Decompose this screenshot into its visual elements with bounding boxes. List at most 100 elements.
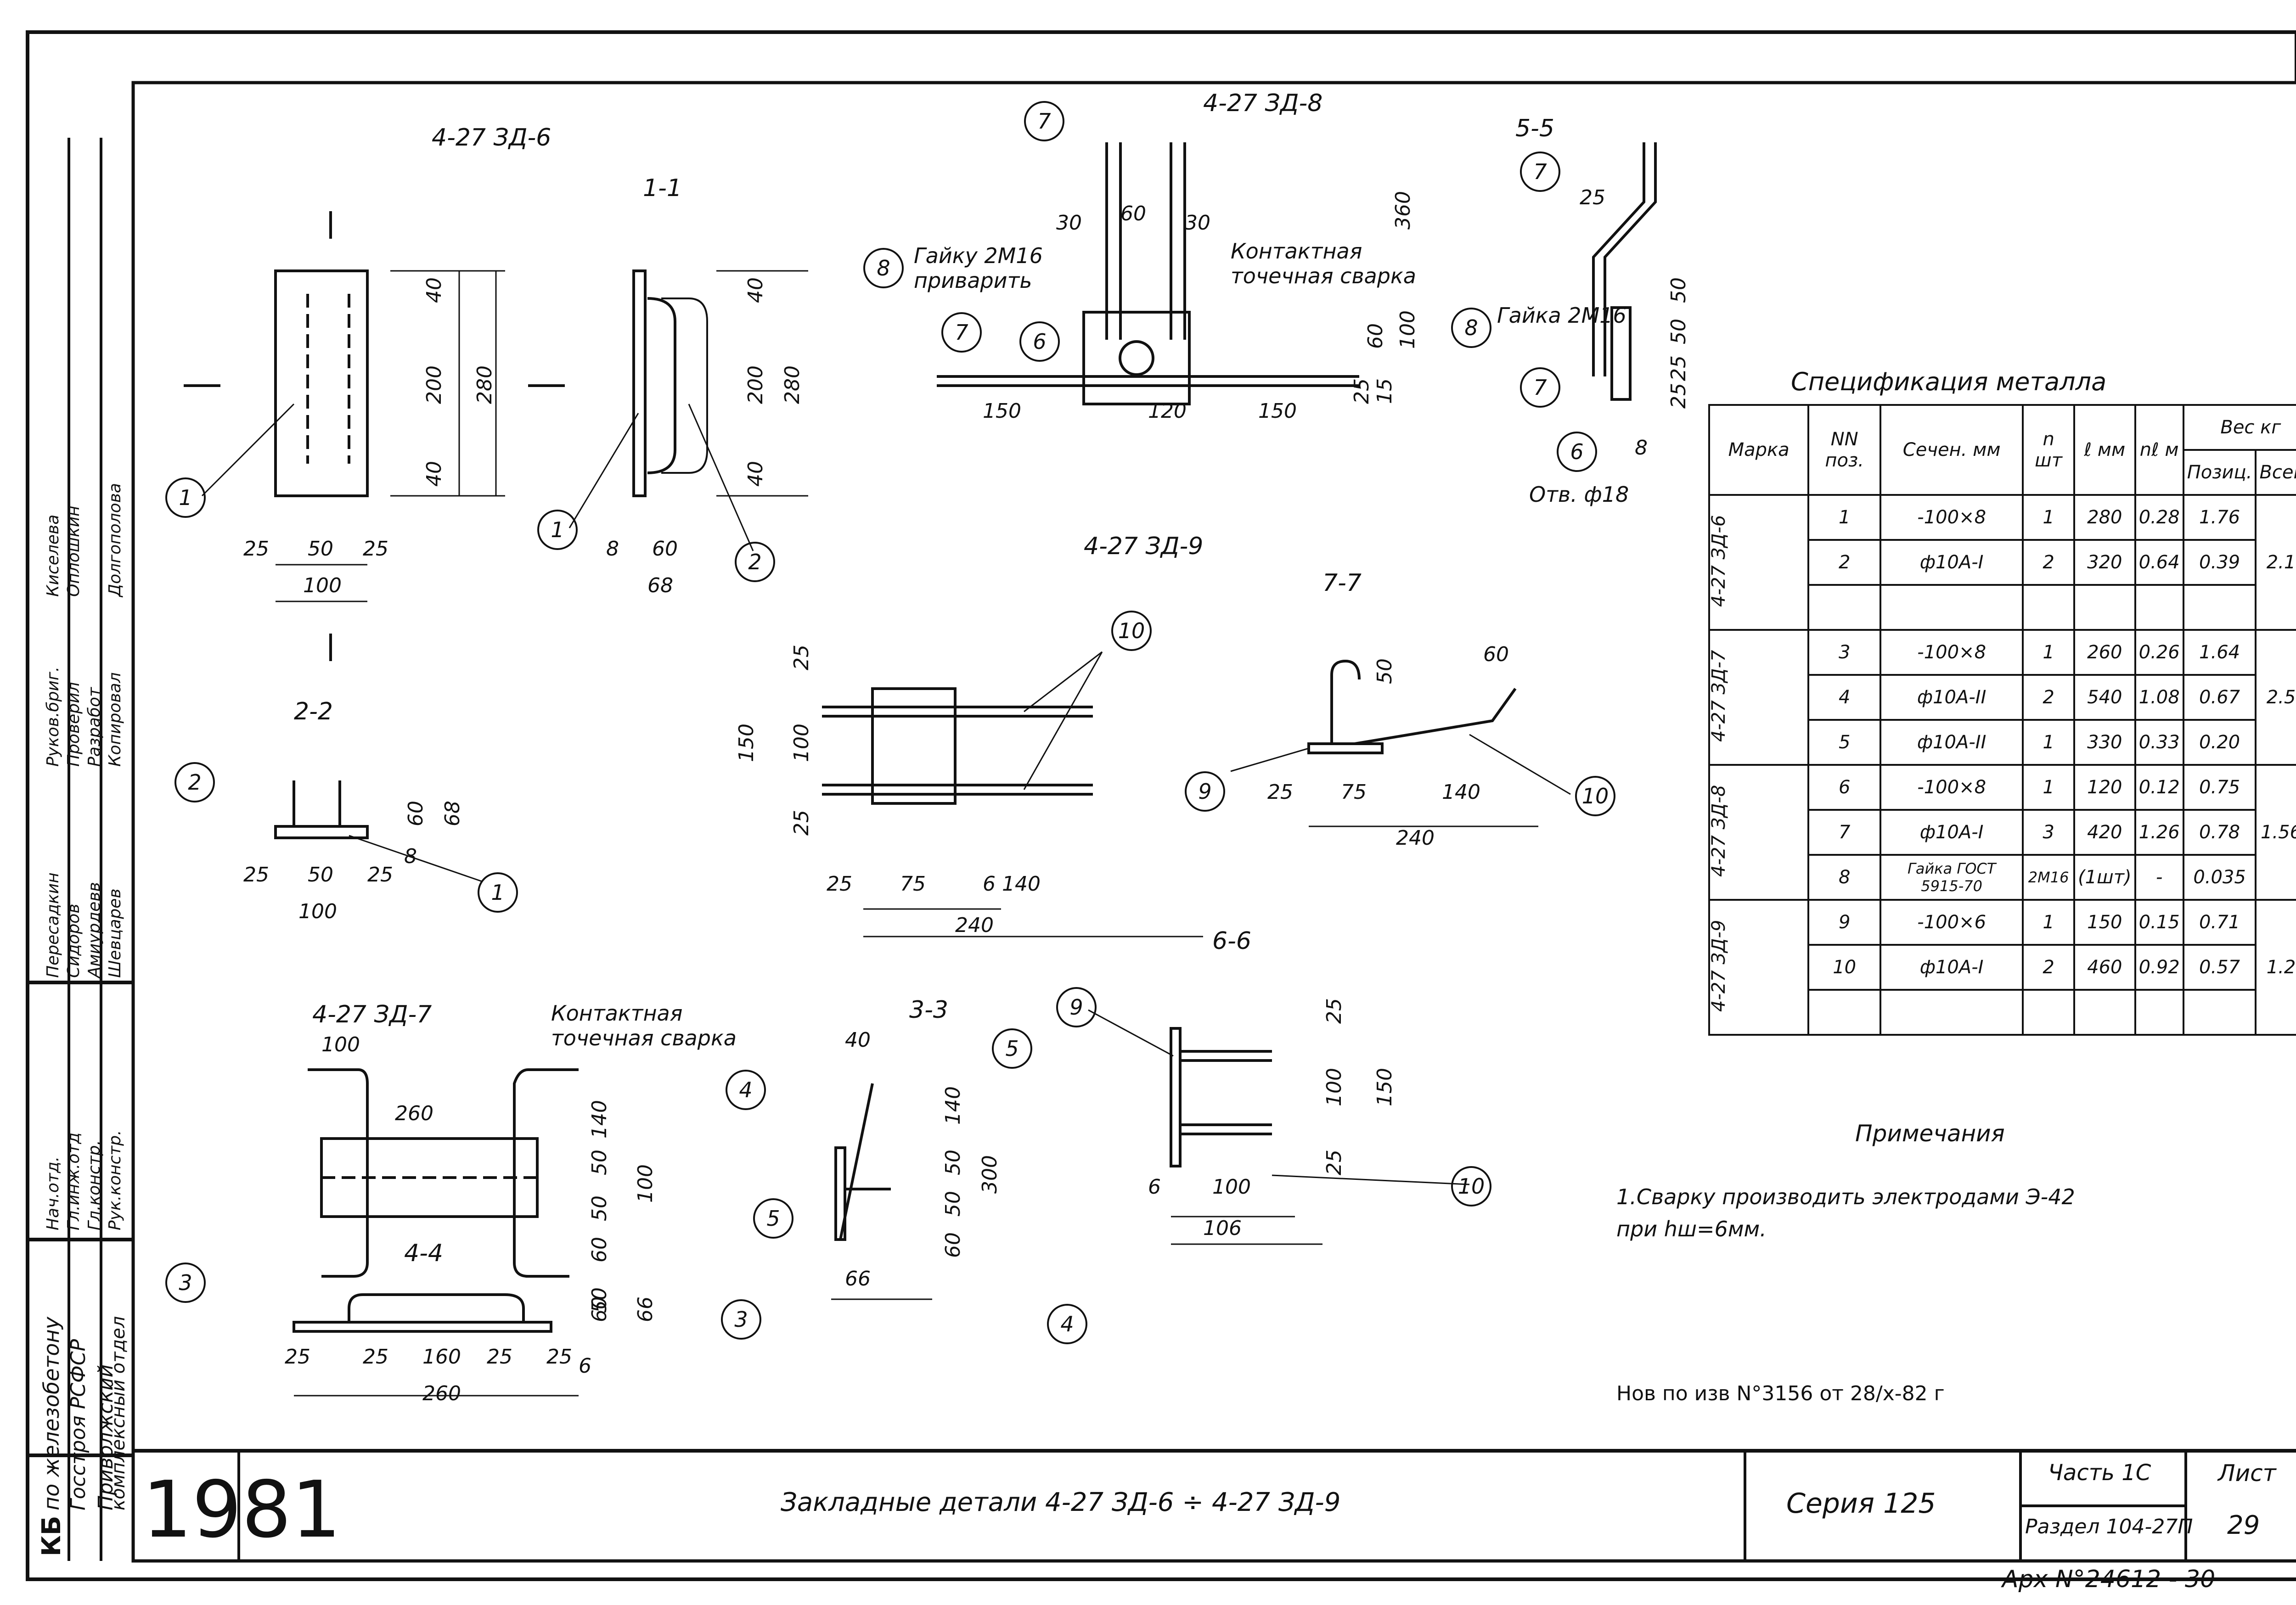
position-bubble-4: 4 xyxy=(726,1070,766,1110)
table-cell xyxy=(2022,989,2076,1036)
position-bubble-2: 2 xyxy=(735,542,775,582)
table-cell xyxy=(2073,584,2136,631)
position-bubble-10: 10 xyxy=(1111,611,1152,651)
dimension: 50 xyxy=(1373,658,1396,684)
table-row: 2 ф10А-I 2 320 0.64 0.39 xyxy=(1709,539,2296,586)
org-line-3: Госстроя РСФСР xyxy=(67,1339,90,1510)
table-cell: 4 xyxy=(1807,674,1882,721)
dimension: 40 xyxy=(744,277,767,303)
table-cell xyxy=(1880,989,2024,1036)
spec-header-row: Позиц. Всего xyxy=(1709,449,2296,496)
dimension: 25 xyxy=(1580,186,1605,209)
stamp-role: Рук.констр. xyxy=(106,1130,124,1230)
table-row xyxy=(1709,584,2296,631)
stamp-role: Копировал xyxy=(106,672,124,767)
spec-total: 2.51 xyxy=(2255,629,2296,766)
table-cell: 1 xyxy=(2022,764,2076,811)
table-cell: 1 xyxy=(2022,494,2076,541)
dimension: 25 xyxy=(363,1345,388,1369)
dimension: 280 xyxy=(473,365,496,404)
dimension: 60 xyxy=(404,801,428,826)
table-row: 10 ф10А-I 2 460 0.92 0.57 xyxy=(1709,944,2296,991)
table-cell: 2 xyxy=(2022,944,2076,991)
note-contact-weld: Контактная точечная сварка xyxy=(1231,239,1416,288)
table-cell: 120 xyxy=(2073,764,2136,811)
notes-heading: Примечания xyxy=(1855,1120,2005,1147)
position-bubble-7: 7 xyxy=(1520,152,1560,192)
dimension: 25 xyxy=(285,1345,310,1369)
table-cell: -100×8 xyxy=(1880,764,2024,811)
table-cell: 1.26 xyxy=(2134,809,2184,856)
stamp-name: Оплошкин xyxy=(64,505,83,597)
position-bubble-6: 6 xyxy=(1019,321,1060,362)
dimension: 150 xyxy=(1258,399,1297,423)
spec-mark: 4-27 ЗД-8 xyxy=(1708,764,1810,901)
stamp-name: Долгополова xyxy=(106,483,124,597)
spec-mark: 4-27 ЗД-7 xyxy=(1708,629,1810,766)
table-cell xyxy=(2182,989,2257,1036)
dimension: 50 xyxy=(588,1150,611,1175)
stamp-name: Амиурдевв xyxy=(85,882,104,978)
stamp-role: Гл.констр. xyxy=(85,1140,104,1230)
dimension: 40 xyxy=(744,461,767,487)
table-cell: 10 xyxy=(1807,944,1882,991)
spec-mark: 4-27 ЗД-6 xyxy=(1708,494,1810,631)
dimension: 8 xyxy=(404,845,417,868)
position-bubble-10: 10 xyxy=(1451,1166,1491,1207)
dimension: 50 xyxy=(308,537,333,561)
dimension: 100 xyxy=(1212,1175,1251,1199)
dimension: 8 xyxy=(606,537,619,561)
table-row: 5 ф10А-II 1 330 0.33 0.20 xyxy=(1709,719,2296,766)
table-cell: 2 xyxy=(2022,539,2076,586)
table-cell xyxy=(1880,584,2024,631)
part-label: Часть 1С xyxy=(2048,1460,2151,1486)
table-cell: 0.33 xyxy=(2134,719,2184,766)
position-bubble-1: 1 xyxy=(478,872,518,913)
dimension: 150 xyxy=(735,724,758,762)
position-bubble-6: 6 xyxy=(1557,432,1597,472)
note-hole: Отв. ф18 xyxy=(1529,482,1629,507)
table-cell: 320 xyxy=(2073,539,2136,586)
table-cell: 2 xyxy=(2022,674,2076,721)
dimension: 25 xyxy=(1350,378,1373,404)
dimension: 280 xyxy=(781,365,804,404)
table-cell: ф10А-II xyxy=(1880,674,2024,721)
stamp-role: Нач.отд. xyxy=(44,1156,62,1230)
view-title-5-5: 5-5 xyxy=(1515,115,1554,142)
table-cell: 0.92 xyxy=(2134,944,2184,991)
position-bubble-7: 7 xyxy=(941,312,982,353)
spec-header: nℓ м xyxy=(2134,404,2184,496)
dimension: 60 xyxy=(1364,323,1387,349)
dimension: 106 xyxy=(1203,1217,1242,1240)
table-cell: 1 xyxy=(2022,899,2076,946)
table-cell: ф10А-II xyxy=(1880,719,2024,766)
spec-header: ℓ мм xyxy=(2073,404,2136,496)
table-cell: 8 xyxy=(1807,854,1882,901)
dimension: 75 xyxy=(900,872,926,896)
spec-mark-text: 4-27 ЗД-8 xyxy=(1708,785,1729,877)
dimension: 66 xyxy=(634,1296,657,1322)
table-cell: 1 xyxy=(1807,494,1882,541)
table-cell: 6 xyxy=(1807,764,1882,811)
position-bubble-4: 4 xyxy=(1047,1304,1087,1344)
view-title-zd6: 4-27 ЗД-6 xyxy=(432,124,551,152)
dimension: 25 xyxy=(243,537,269,561)
dimension: 200 xyxy=(422,365,446,404)
dimension: 60 xyxy=(941,1232,965,1258)
table-cell: 0.12 xyxy=(2134,764,2184,811)
table-cell: 0.39 xyxy=(2182,539,2257,586)
table-cell: 3 xyxy=(1807,629,1882,676)
dimension: 25 xyxy=(790,810,813,836)
spec-mark-text: 4-27 ЗД-6 xyxy=(1708,515,1729,607)
table-row xyxy=(1709,989,2296,1036)
position-bubble-7: 7 xyxy=(1520,367,1560,408)
dimension: 200 xyxy=(744,365,767,404)
dimension: 40 xyxy=(422,277,446,303)
stamp-role: Руков.бриг. xyxy=(44,666,62,767)
table-row: 4-27 ЗД-8 6 -100×8 1 120 0.12 0.75 1.565 xyxy=(1708,764,2296,901)
stamp-role: Гл.инж.отд xyxy=(64,1132,83,1230)
spec-header: Марка xyxy=(1708,404,1810,496)
stamp-name: Пересадкин xyxy=(44,872,62,978)
org-line-5: комплексный отдел xyxy=(108,1316,129,1510)
